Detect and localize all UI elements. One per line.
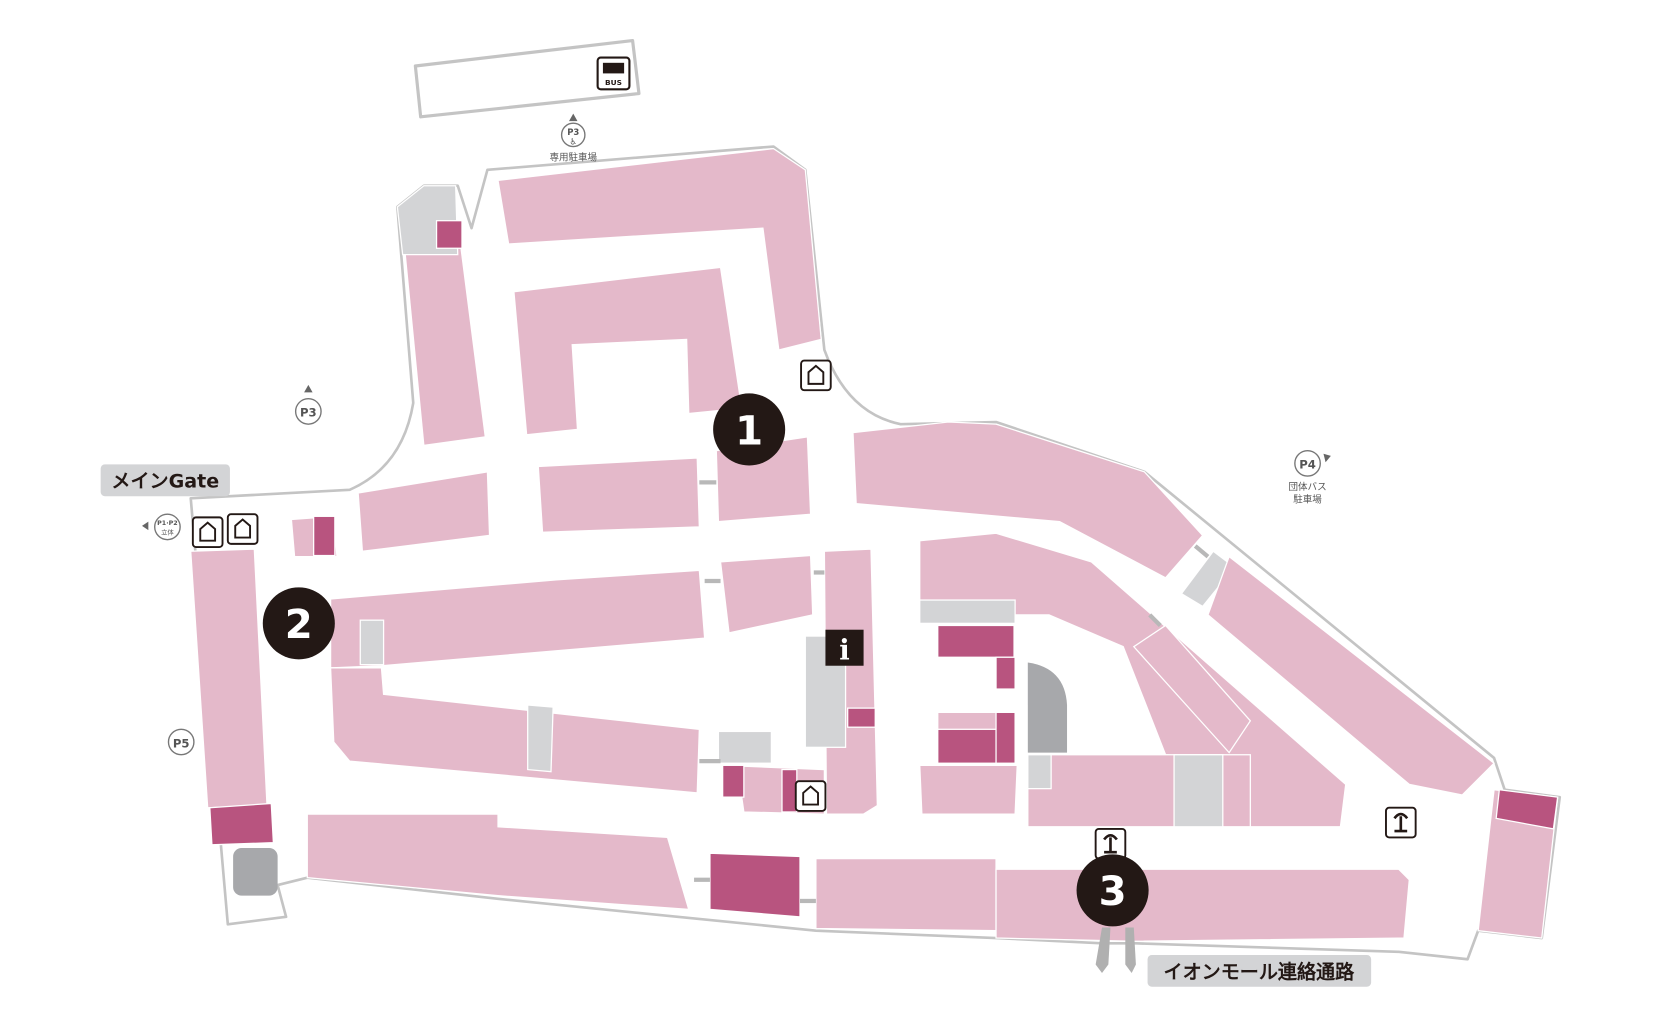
svg-text:P5: P5 [173,736,190,750]
main-gate-label[interactable]: メインGate [100,464,230,497]
bus-stop[interactable]: BUS [413,38,641,119]
svg-text:P4: P4 [1299,458,1316,472]
aeon-link-path[interactable] [1095,927,1136,974]
svg-text:P3: P3 [300,406,317,420]
svg-text:専用駐車場: 専用駐車場 [549,151,597,163]
aeon-link-label[interactable]: イオンモール連絡通路 [1147,955,1372,987]
parking-p5[interactable]: P5 [167,728,195,756]
svg-text:i: i [839,634,849,666]
svg-text:P1·P2: P1·P2 [157,520,178,527]
svg-text:イオンモール連絡通路: イオンモール連絡通路 [1164,960,1356,983]
zone-marker-2[interactable]: 2 [262,587,335,660]
bus-icon: BUS [596,56,631,91]
svg-text:3: 3 [1099,869,1127,915]
parking-p3[interactable]: P3 [294,384,322,425]
entrance-icons [191,359,832,812]
information-icon[interactable]: i [825,629,864,667]
svg-text:P3: P3 [567,127,579,137]
fountain-icon [1094,827,1127,860]
entrance-icon [794,780,827,812]
connectors [694,480,1210,904]
svg-text:立体: 立体 [161,527,174,536]
zone-marker-1[interactable]: 1 [713,393,786,466]
svg-text:駐車場: 駐車場 [1293,494,1322,506]
zone-marker-3[interactable]: 3 [1076,854,1149,927]
entrance-icon [226,513,259,545]
svg-text:メインGate: メインGate [111,471,219,493]
fountain-icon [1385,806,1417,839]
parking-p4[interactable]: P4 団体バス 駐車場 [1289,449,1331,506]
svg-text:1: 1 [735,408,763,454]
bus-label: BUS [605,78,622,87]
entrance-icon [191,516,224,549]
entrance-icon [800,359,832,392]
wheelchair-icon: ♿ [569,136,577,146]
parking-p1-p2[interactable]: P1·P2 立体 [141,513,181,541]
parking-p3-accessible[interactable]: P3 ♿ 専用駐車場 [549,113,598,164]
svg-text:2: 2 [285,602,313,648]
svg-text:団体バス: 団体バス [1289,481,1327,493]
